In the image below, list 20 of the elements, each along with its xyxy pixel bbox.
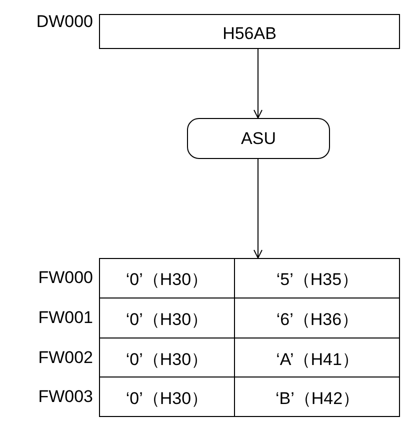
register-label: FW000 [38,268,93,288]
cell-value: ‘0’（H30） [126,349,208,371]
register-label: FW001 [38,308,93,328]
table-grid [99,258,400,417]
process-box [187,118,330,159]
register-label: FW003 [38,387,93,407]
arrow [254,48,262,118]
cell-value: ‘6’（H36） [276,309,359,331]
arrow [254,158,262,258]
cell-value: ‘0’（H30） [126,309,208,331]
cell-value: ‘0’（H30） [126,269,208,291]
cell-value: ‘A’（H41） [276,349,359,371]
cell-value: ‘0’（H30） [126,388,208,410]
cell-value: ‘5’（H35） [276,269,359,291]
node-label: ASU [241,128,276,148]
register-label: FW002 [38,348,93,368]
register-label: DW000 [36,12,93,32]
cell-value: ‘B’（H42） [275,388,360,410]
node-label: H56AB [222,24,276,44]
value-box [99,14,400,49]
